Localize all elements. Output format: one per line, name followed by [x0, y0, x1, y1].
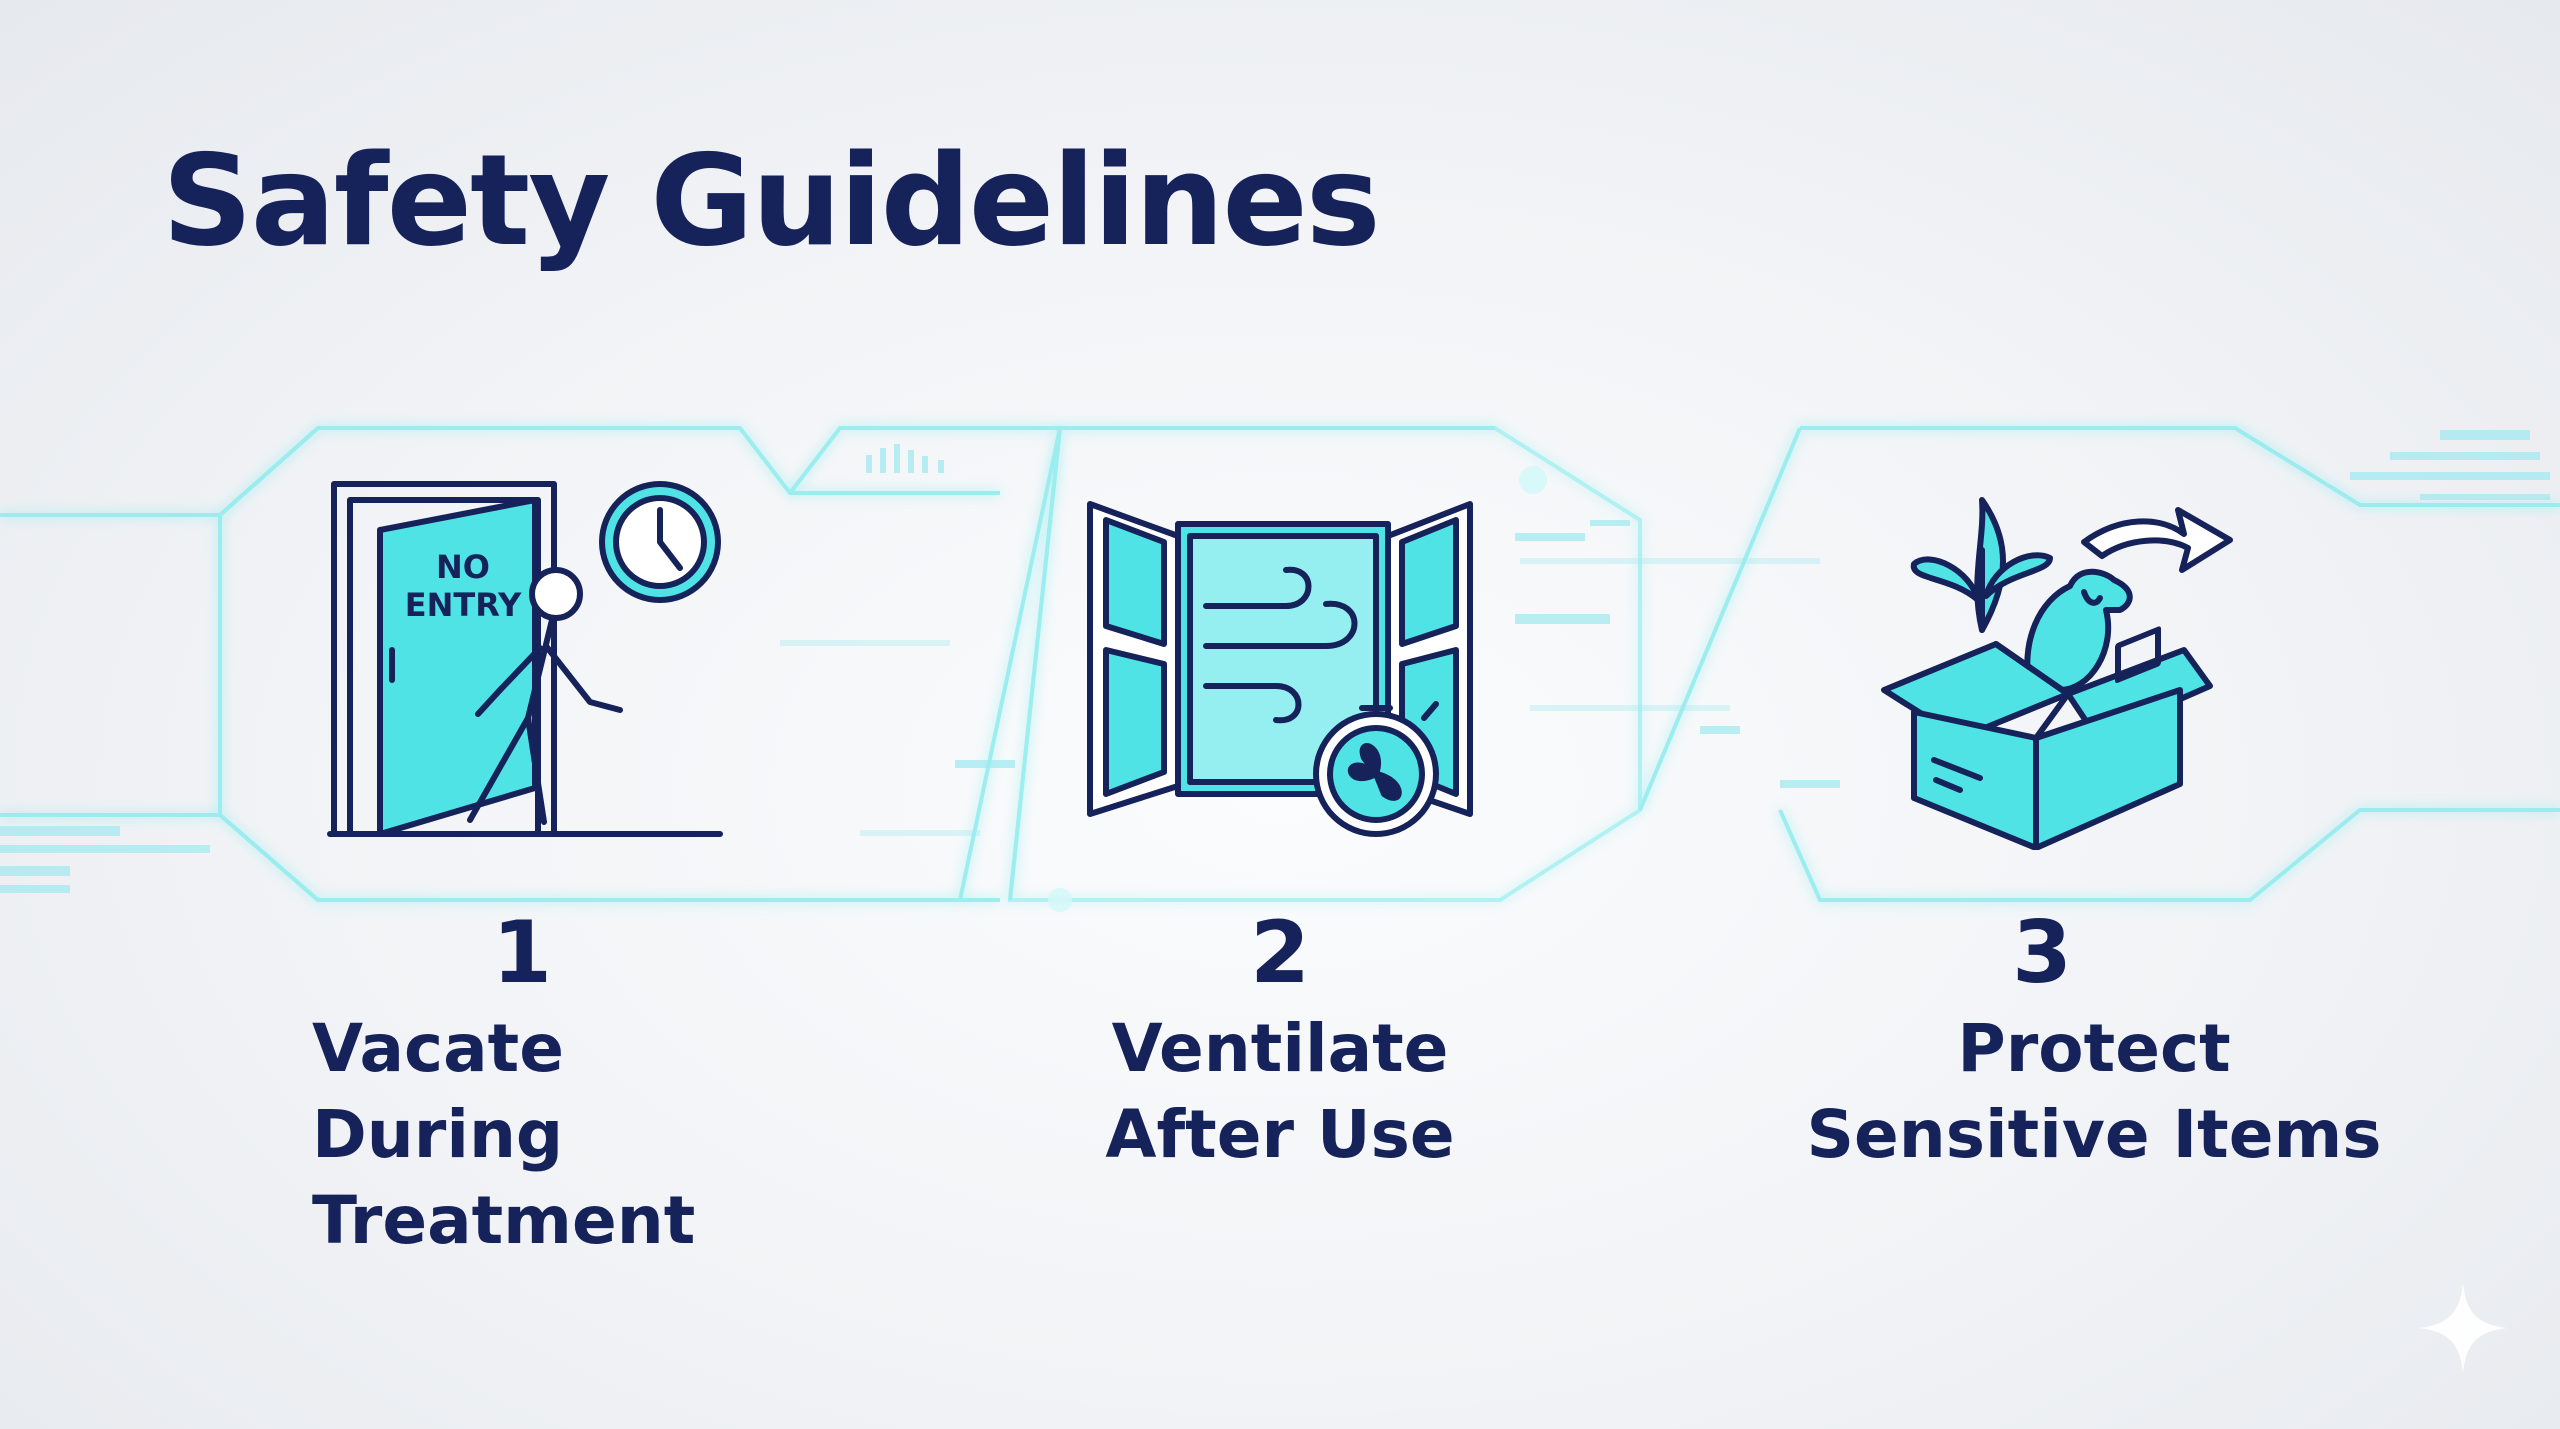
step-number: 3: [2012, 903, 2072, 1003]
label-line-2: After Use: [1105, 1096, 1455, 1173]
step-number: 2: [1250, 903, 1310, 1003]
sparkle-icon: [2418, 1283, 2508, 1373]
door-sign: NO ENTRY: [388, 548, 538, 624]
open-window-fan-icon: [1087, 501, 1473, 837]
sign-line-1: NO: [436, 548, 490, 586]
label-line-2: Sensitive Items: [1806, 1096, 2382, 1173]
box-plant-pet-icon: [1881, 497, 2233, 850]
label-line-1: Ventilate: [1111, 1010, 1449, 1087]
sign-line-2: ENTRY: [404, 586, 522, 624]
step-number: 1: [492, 903, 552, 1003]
label-line-2: Treatment: [312, 1182, 696, 1259]
step-label: Ventilate After Use: [930, 1006, 1630, 1178]
label-line-1: Vacate During: [312, 1010, 564, 1173]
step-label: Protect Sensitive Items: [1744, 1006, 2444, 1178]
label-line-1: Protect: [1957, 1010, 2231, 1087]
no-entry-door-icon: [327, 481, 723, 837]
page-title: Safety Guidelines: [162, 127, 1381, 274]
step-label: Vacate During Treatment: [0, 1006, 700, 1264]
